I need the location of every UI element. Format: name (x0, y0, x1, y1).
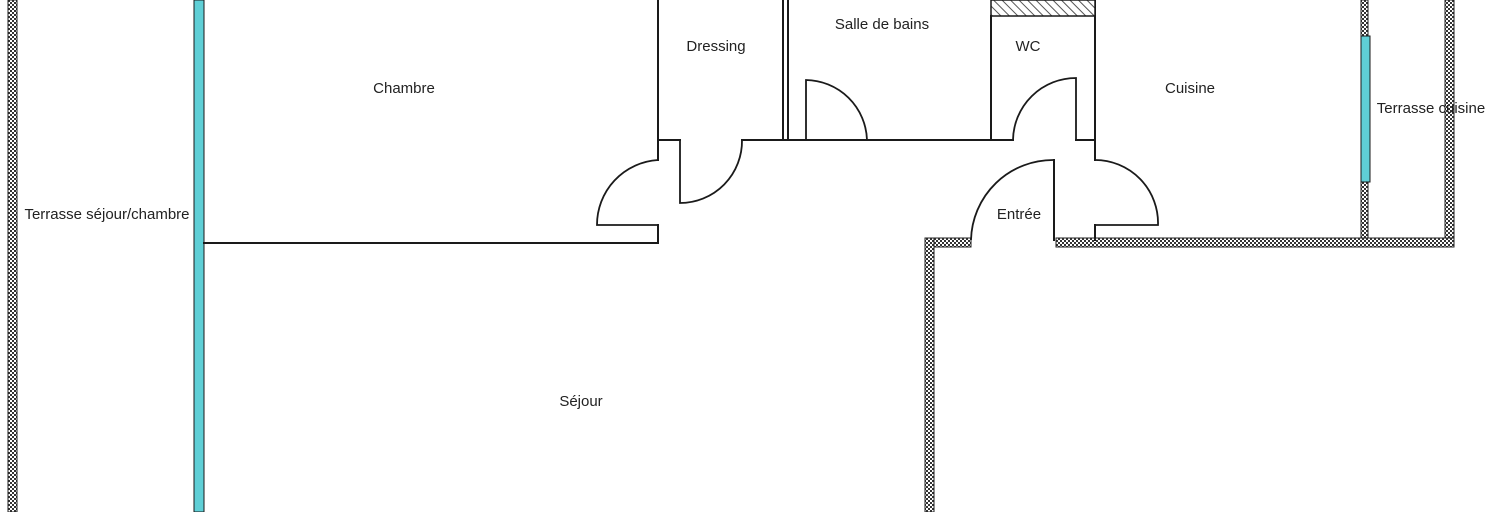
exterior-wall-terrace-right (1444, 0, 1455, 247)
room-label-sejour: Séjour (559, 393, 602, 410)
technical-shaft (990, 0, 1096, 17)
door-bathroom (805, 79, 868, 141)
door-bedroom (596, 159, 659, 226)
exterior-wall-kitchen-bottom (1055, 237, 1455, 248)
exterior-wall-left (7, 0, 18, 512)
window-living-bedroom (193, 0, 205, 512)
door-kitchen (1094, 159, 1159, 226)
room-label-chambre: Chambre (373, 80, 435, 97)
window-kitchen-terrace (1360, 35, 1371, 183)
room-label-cuisine: Cuisine (1165, 80, 1215, 97)
exterior-wall-living-right (924, 237, 935, 512)
room-label-entree: Entrée (997, 206, 1041, 223)
room-label-terrasse-sejour-chambre: Terrasse séjour/chambre (24, 206, 189, 223)
room-label-salle-de-bains: Salle de bains (835, 16, 929, 33)
room-label-terrasse-cuisine: Terrasse cuisine (1377, 100, 1485, 117)
room-label-wc: WC (1016, 38, 1041, 55)
door-dressing (679, 139, 743, 204)
door-entrance (970, 159, 1055, 241)
door-wc (1012, 77, 1077, 141)
room-label-dressing: Dressing (686, 38, 745, 55)
